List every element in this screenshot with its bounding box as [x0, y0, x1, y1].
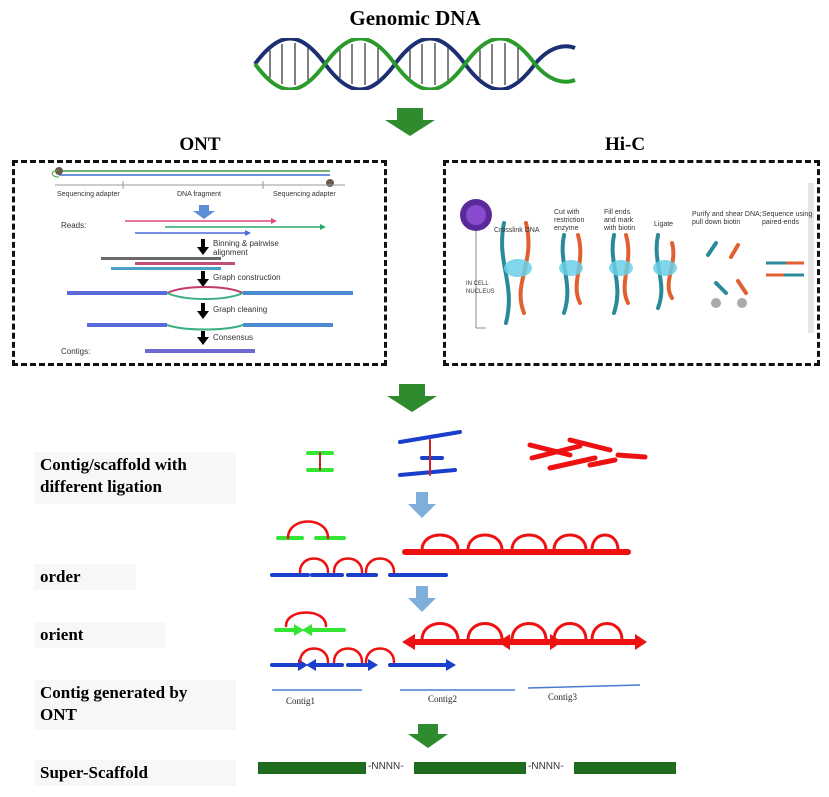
step-alignment-label: alignment — [213, 248, 248, 257]
fragment-label: DNA fragment — [177, 191, 221, 198]
hic-workflow-diagram — [460, 183, 814, 333]
in-cell-label: IN CELL — [466, 281, 489, 287]
contig-scaffold-line-1: Contig/scaffold with — [40, 455, 187, 474]
step-graph-cleaning-label: Graph cleaning — [213, 305, 268, 314]
purify-label-1: Purify and shear DNA; — [692, 211, 762, 218]
ont-panel: Sequencing adapter DNA fragment Sequenci… — [12, 160, 387, 366]
sequence-label-2: paired-ends — [762, 219, 799, 226]
orient-label: orient — [34, 622, 166, 648]
super-scaffold-label: Super-Scaffold — [34, 760, 236, 786]
gap-text: NNNN — [371, 761, 401, 772]
dna-helix-icon — [253, 38, 576, 90]
contig-ont-line-2: ONT — [40, 705, 77, 724]
crosslink-label: Crosslink DNA — [494, 227, 540, 234]
ont-workflow-diagram — [51, 167, 353, 353]
contig-3-label: Contig3 — [548, 692, 578, 702]
cut-label-3: enzyme — [554, 225, 579, 232]
page-title: Genomic DNA — [349, 6, 481, 30]
gap-text: NNNN — [531, 761, 561, 772]
contig-1-label: Contig1 — [286, 696, 316, 706]
hic-title: Hi-C — [604, 134, 646, 155]
scaffold-segment — [258, 762, 366, 774]
step-binning-label: Binning & pairwise — [213, 239, 279, 248]
order-label: order — [34, 564, 136, 590]
reads-label: Reads: — [61, 221, 87, 230]
super-scaffold-bar: -NNNN- -NNNN- — [258, 760, 678, 776]
contig-ont-line-1: Contig generated by — [40, 683, 188, 702]
step-graph-construction-label: Graph construction — [213, 273, 281, 282]
scaffold-segment — [574, 762, 676, 774]
scaffold-segment — [414, 762, 526, 774]
gap-label: -NNNN- — [528, 761, 564, 772]
scaffolding-diagram — [270, 430, 648, 691]
fill-label-3: with biotin — [604, 225, 636, 232]
contig-scaffold-line-2: different ligation — [40, 477, 162, 496]
down-arrow-icon — [408, 724, 448, 748]
adapter-right-label: Sequencing adapter — [273, 191, 336, 198]
contig-scaffold-label: Contig/scaffold with different ligation — [34, 452, 236, 504]
fill-label-1: Fill ends — [604, 209, 631, 216]
contigs-label: Contigs: — [61, 347, 91, 356]
step-consensus-label: Consensus — [213, 333, 254, 342]
fill-label-2: and mark — [604, 217, 634, 224]
cut-label-1: Cut with — [554, 209, 580, 216]
contig-2-label: Contig2 — [428, 694, 458, 704]
cut-label-2: restriction — [554, 217, 585, 224]
ligate-label: Ligate — [654, 221, 674, 228]
down-arrow-icon — [387, 384, 437, 412]
gap-label: -NNNN- — [368, 761, 404, 772]
down-arrow-icon — [385, 108, 435, 136]
adapter-left-label: Sequencing adapter — [57, 191, 120, 198]
contig-ont-label: Contig generated by ONT — [34, 680, 236, 730]
purify-label-2: pull down biotin — [692, 219, 741, 226]
ont-title: ONT — [179, 134, 221, 155]
sequence-label-1: Sequence using — [762, 211, 813, 218]
hic-panel: IN CELL NUCLEUS Crosslink DNA Cut with r… — [443, 160, 820, 366]
nucleus-label: NUCLEUS — [466, 289, 495, 295]
